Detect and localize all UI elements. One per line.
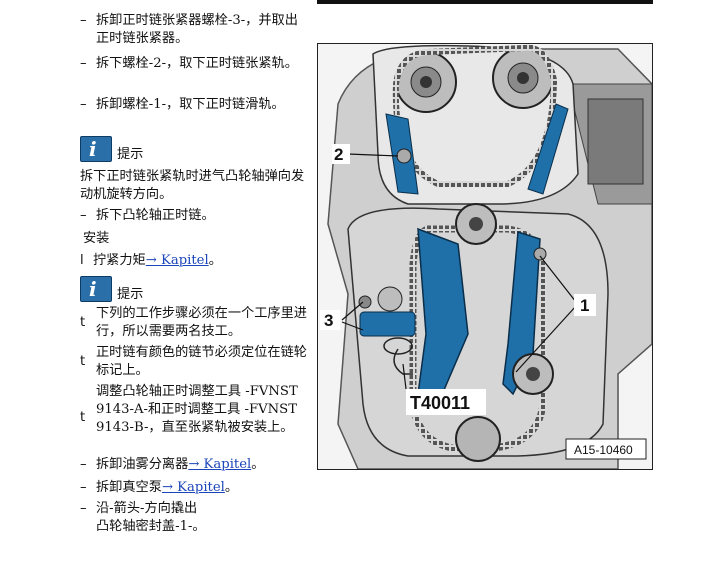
note-text: 拆下正时链张紧轨时进气凸轮轴弹向发动机旋转方向。 bbox=[80, 169, 305, 202]
bolt-1 bbox=[533, 247, 547, 261]
callout-1: 1 bbox=[580, 296, 589, 315]
note-text: 正时链有颜色的链节必须定位在链轮标记上。 bbox=[96, 345, 307, 378]
step-text: 沿-箭头-方向撬出凸轮轴密封盖-1-。 bbox=[96, 501, 206, 534]
figure-id-box bbox=[565, 438, 647, 460]
hint-label: 提示 bbox=[117, 287, 144, 302]
step-text: 拆卸螺栓-1-，取下正时链滑轨。 bbox=[96, 97, 285, 112]
bolt-3 bbox=[358, 295, 372, 309]
oil-separator-link[interactable]: → Kapitel bbox=[188, 457, 252, 472]
dash-marker: – bbox=[80, 56, 87, 71]
dash-marker: – bbox=[80, 97, 87, 112]
dash-marker: – bbox=[80, 13, 87, 28]
upper-slide-rail bbox=[527, 103, 569, 195]
info-icon: i bbox=[80, 276, 112, 302]
note-text: 调整凸轮轴正时调整工具 -FVNST 9143-A-和正时调整工具 -FVNST… bbox=[96, 384, 298, 435]
bullet-marker: t bbox=[80, 315, 86, 330]
step-text: 拆卸真空泵→ Kapitel。 bbox=[96, 480, 239, 495]
figure-id: A15-10460 bbox=[574, 443, 633, 457]
install-heading: 安装 bbox=[83, 230, 315, 248]
bolt-2 bbox=[396, 148, 412, 164]
note-text: 下列的工作步骤必须在一个工序里进行，所以需要两名技工。 bbox=[96, 306, 307, 339]
timing-chain-illustration: 2 3 1 T40011 A15-10460 bbox=[318, 44, 652, 469]
info-icon: i bbox=[80, 136, 112, 162]
torque-text: 拧紧力矩→ Kapitel。 bbox=[93, 253, 222, 268]
section-heading: 安装 bbox=[83, 231, 110, 246]
vacuum-pump-link[interactable]: → Kapitel bbox=[161, 480, 225, 495]
chain-tensioner bbox=[359, 311, 416, 337]
dash-marker: – bbox=[80, 208, 87, 223]
step-text: 拆卸油雾分离器→ Kapitel。 bbox=[96, 457, 265, 472]
bullet-marker: t bbox=[80, 410, 86, 425]
tool-label-box bbox=[406, 389, 486, 415]
dash-marker: – bbox=[80, 480, 87, 495]
bullet-marker: t bbox=[80, 354, 86, 369]
dash-marker: – bbox=[80, 501, 87, 516]
tool-label: T40011 bbox=[410, 393, 470, 413]
figure-top-edge bbox=[317, 0, 653, 4]
step-text: 拆下凸轮轴正时链。 bbox=[96, 208, 215, 223]
intake-cam-sprocket bbox=[395, 51, 457, 113]
hint-block-1: i 提示 bbox=[80, 136, 312, 162]
callout-2-box bbox=[332, 144, 350, 164]
callout-1-box bbox=[574, 294, 596, 316]
torque-link[interactable]: → Kapitel bbox=[145, 253, 209, 268]
callout-3-box bbox=[320, 310, 340, 330]
tool-ring bbox=[383, 337, 413, 355]
engine-timing-chain-figure: 2 3 1 T40011 A15-10460 bbox=[317, 43, 653, 470]
step-text: 拆卸正时链张紧器螺栓-3-，并取出正时链张紧器。 bbox=[96, 13, 298, 46]
callout-2: 2 bbox=[334, 145, 343, 164]
bullet-marker: l bbox=[80, 253, 84, 268]
housing-block bbox=[587, 98, 644, 185]
callout-3: 3 bbox=[324, 311, 333, 330]
hint-label: 提示 bbox=[117, 147, 144, 162]
dash-marker: – bbox=[80, 457, 87, 472]
step-text: 拆下螺栓-2-，取下正时链张紧轨。 bbox=[96, 56, 298, 71]
hint-block-2: i 提示 bbox=[80, 276, 312, 302]
